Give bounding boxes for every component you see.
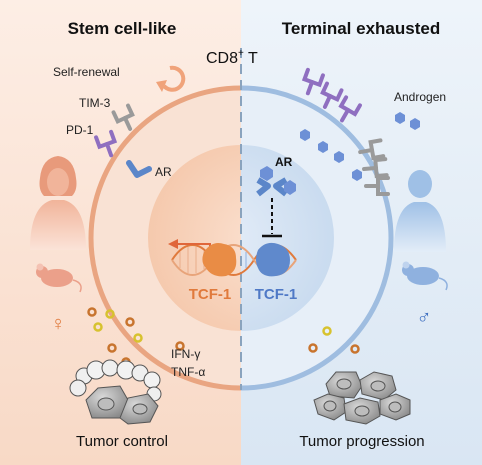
inhibition-icon xyxy=(262,198,282,238)
right-bottom-label: Tumor progression xyxy=(299,433,424,450)
tumor-cells-right-icon xyxy=(313,371,411,425)
tcf1-protein-right-icon xyxy=(256,242,290,277)
androgen-label: Androgen xyxy=(394,90,446,104)
ifn-gamma-label: IFN-γ xyxy=(171,347,200,361)
tumor-cells-left-icon xyxy=(69,359,162,425)
male-symbol: ♂ xyxy=(417,307,432,329)
ar-left-label: AR xyxy=(155,165,172,179)
ar-bound-androgen-icon xyxy=(256,166,296,197)
female-mouse-icon xyxy=(36,263,82,293)
cell-label-tail: T xyxy=(244,50,258,67)
left-bottom-label: Tumor control xyxy=(76,433,168,450)
self-renewal-arrow-icon xyxy=(156,65,186,92)
tcf1-protein-left-icon xyxy=(202,243,237,277)
pd1-receptors-right-icon xyxy=(301,67,362,123)
cd8-t-cell-right-half xyxy=(241,85,394,391)
ar-right-label: AR xyxy=(275,155,293,169)
self-renewal-label: Self-renewal xyxy=(53,65,120,79)
androgen-receptor-icon xyxy=(126,160,152,178)
pd1-receptor-icon xyxy=(94,129,118,158)
tcf1-right-label: TCF-1 xyxy=(255,286,298,303)
pd1-label: PD-1 xyxy=(66,123,94,137)
androgen-molecules-icon xyxy=(300,112,420,181)
tnf-alpha-label: TNF-α xyxy=(171,365,205,379)
male-mouse-icon xyxy=(402,261,448,291)
woman-silhouette-icon xyxy=(30,156,86,250)
cytokine-dots-right-icon xyxy=(308,326,360,354)
tim3-receptor-icon xyxy=(111,103,135,131)
right-panel-title: Terminal exhausted xyxy=(282,19,440,38)
cell-label-main: CD8 xyxy=(206,50,238,67)
female-symbol: ♀ xyxy=(51,313,66,335)
tim3-label: TIM-3 xyxy=(79,96,111,110)
tim3-receptors-right-icon xyxy=(358,138,390,196)
cell-label-sup: + xyxy=(238,48,244,59)
left-panel-title: Stem cell-like xyxy=(68,19,177,38)
man-silhouette-icon xyxy=(394,170,446,252)
tcf1-left-label: TCF-1 xyxy=(189,286,232,303)
cell-label: CD8+ T xyxy=(206,48,258,67)
